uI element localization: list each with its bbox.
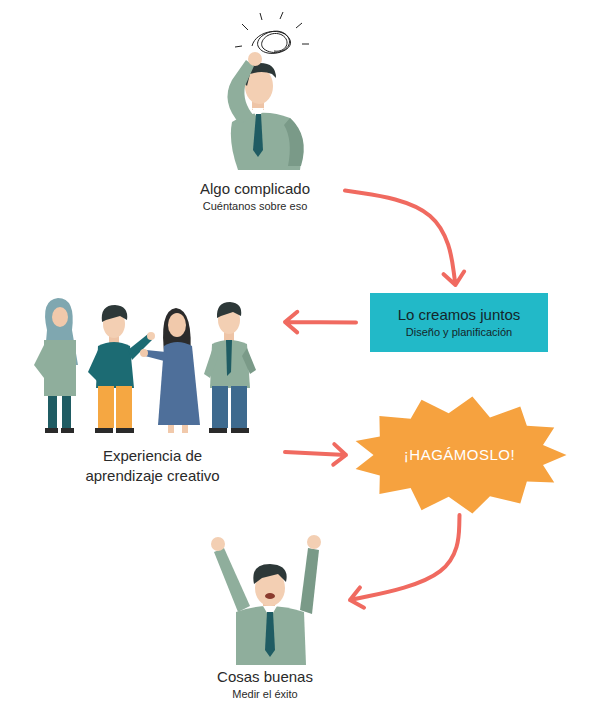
- cheering-person-part: [265, 593, 275, 599]
- group-of-people-part: [210, 340, 250, 388]
- flow-arrow: [350, 515, 460, 608]
- confused-person-part: [253, 114, 263, 157]
- node-subtitle: Diseño y planificación: [406, 325, 512, 340]
- group-of-people-part: [242, 348, 256, 374]
- cheering-person-part: [307, 535, 321, 549]
- group-of-people-part: [140, 349, 148, 357]
- group-of-people-part: [96, 342, 134, 388]
- group-of-people-part: [62, 396, 71, 428]
- group-of-people-part: [231, 386, 247, 428]
- group-of-people-part: [204, 350, 218, 378]
- flow-arrow: [345, 191, 464, 285]
- group-of-people-part: [168, 425, 174, 433]
- confused-person-part: [248, 52, 262, 66]
- cheering-person-part: [236, 606, 306, 665]
- group-of-people-part: [209, 428, 227, 433]
- confused-person: [228, 12, 310, 170]
- confused-person-part: [235, 12, 309, 53]
- group-of-people-part: [116, 428, 134, 433]
- group-of-people-part: [116, 386, 132, 428]
- group-of-people-part: [102, 305, 127, 322]
- node-heading: Lo creamos juntos: [398, 305, 521, 325]
- cheering-person-part: [300, 548, 319, 614]
- group-of-people-part: [231, 428, 249, 433]
- action-burst: ¡HAGÁMOSLO!: [352, 395, 567, 515]
- group-of-people-part: [217, 302, 241, 318]
- node-heading: Algo complicado: [200, 179, 310, 199]
- group-of-people-part: [182, 425, 188, 433]
- group-of-people-part: [48, 396, 57, 428]
- cheering-person-part: [211, 537, 225, 551]
- success-figure: Cosas buenasMedir el éxito: [190, 528, 340, 708]
- group-of-people-part: [226, 340, 232, 376]
- group-of-people-part: [44, 340, 76, 396]
- confused-person-part: [228, 60, 255, 124]
- flow-arrow: [285, 312, 356, 333]
- group-of-people-part: [34, 345, 44, 378]
- group-of-people: [34, 298, 256, 433]
- node-heading: Cosas buenas: [217, 667, 313, 687]
- cheering-person-part: [253, 564, 286, 584]
- group-figure: Experiencia de aprendizaje creativo: [30, 292, 275, 492]
- node-subtitle: Medir el éxito: [232, 687, 297, 702]
- group-of-people-part: [95, 428, 113, 433]
- node-heading: Experiencia de aprendizaje creativo: [68, 446, 238, 486]
- group-of-people-part: [61, 428, 74, 433]
- node-subtitle: Cuéntanos sobre eso: [203, 199, 308, 214]
- flow-arrow: [285, 444, 346, 465]
- cheering-person-part: [214, 548, 250, 612]
- group-of-people-part: [147, 332, 155, 340]
- group-of-people-part: [88, 350, 98, 382]
- group-of-people-part: [212, 386, 228, 428]
- node-heading: ¡HAGÁMOSLO!: [404, 445, 515, 465]
- confused-person-part: [284, 118, 304, 166]
- problem-figure: Algo complicadoCuéntanos sobre eso: [175, 10, 335, 220]
- group-of-people-part: [98, 386, 114, 428]
- cheering-person: [211, 535, 321, 665]
- group-of-people-part: [145, 350, 168, 362]
- group-of-people-part: [45, 428, 58, 433]
- process-box: Lo creamos juntosDiseño y planificación: [370, 293, 548, 352]
- group-of-people-part: [52, 307, 68, 327]
- starburst-fill: [356, 396, 567, 513]
- group-of-people-part: [168, 313, 186, 337]
- cheering-person-part: [265, 612, 275, 657]
